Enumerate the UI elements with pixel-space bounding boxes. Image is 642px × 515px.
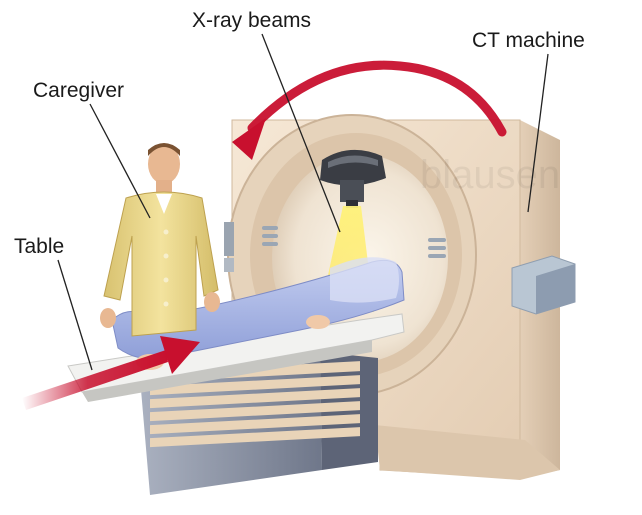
label-ct-machine: CT machine [472, 30, 585, 51]
label-xray-beams: X-ray beams [192, 10, 311, 31]
leader-line-caregiver [90, 104, 150, 218]
caregiver-figure [100, 143, 220, 336]
patient-hand [306, 315, 330, 329]
label-table: Table [14, 236, 64, 257]
watermark-text: blausen [420, 153, 560, 197]
label-caregiver: Caregiver [33, 80, 124, 101]
leader-line-table [58, 260, 92, 370]
